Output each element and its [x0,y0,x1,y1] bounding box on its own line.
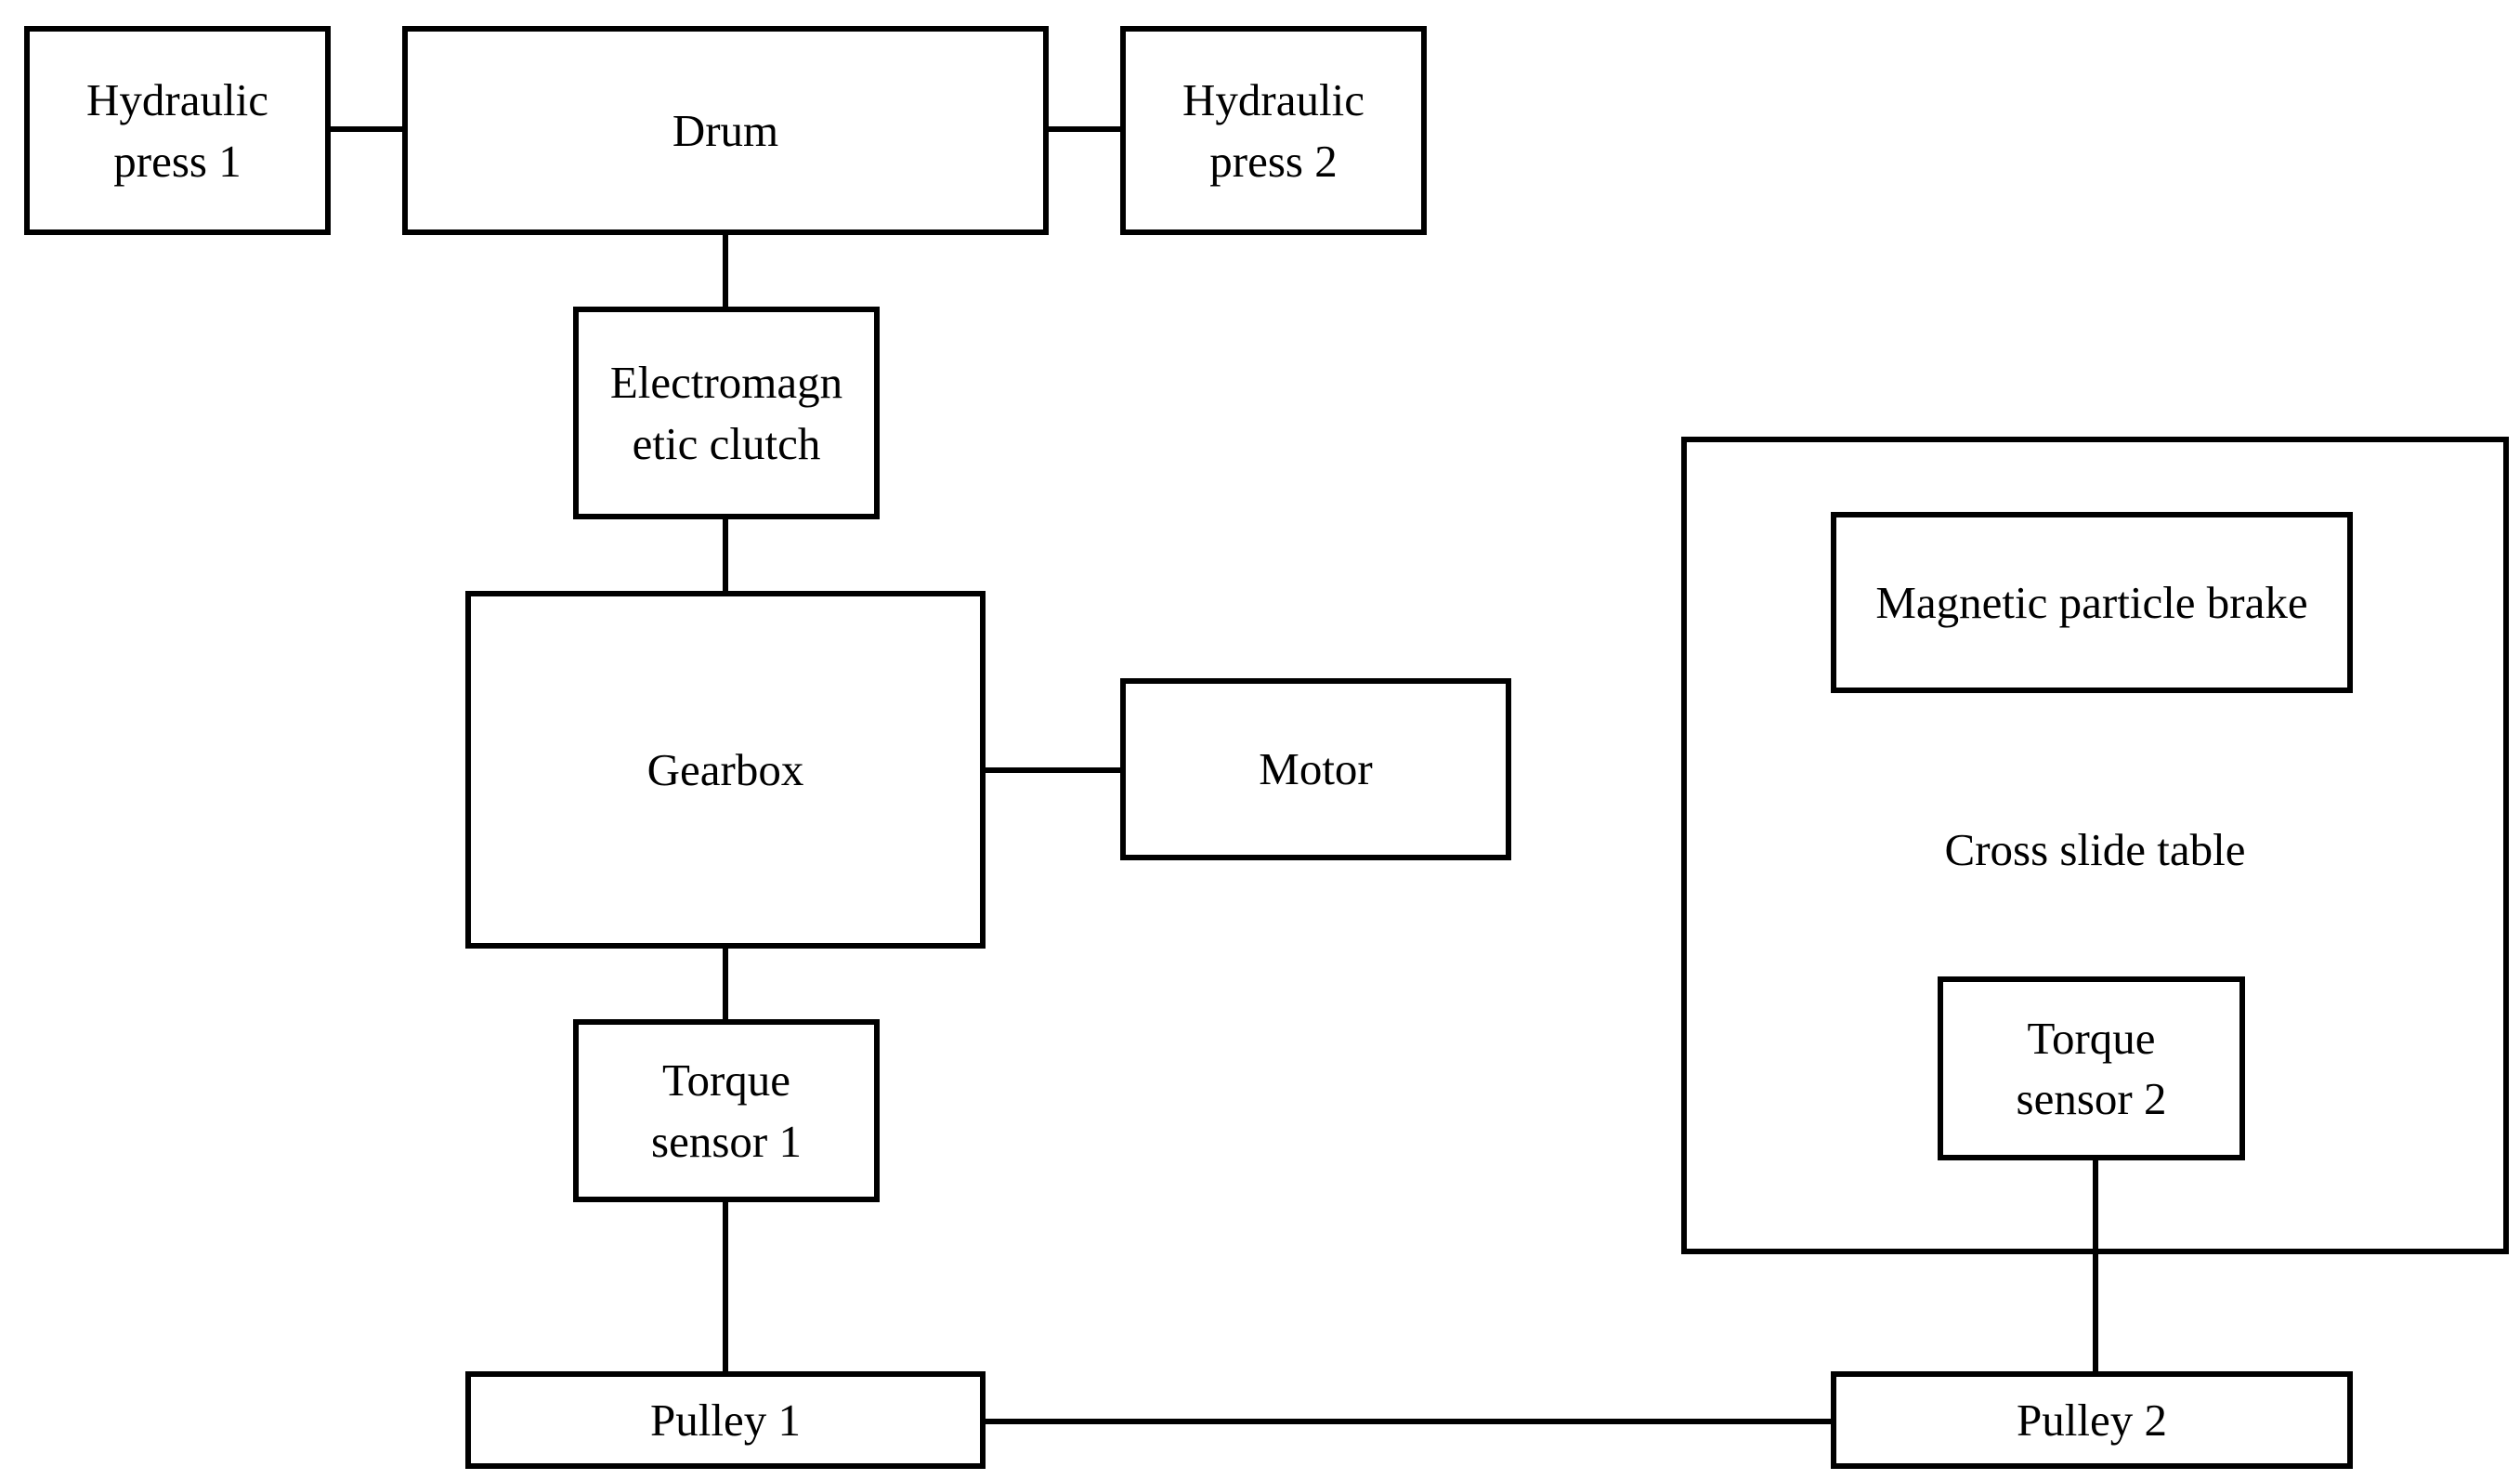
magnetic-particle-brake-box: Magnetic particle brake [1831,512,2353,693]
torque-sensor-1-label: Torque sensor 1 [651,1054,802,1167]
motor-box: Motor [1120,678,1511,860]
hydraulic-press-2-label: Hydraulic press 2 [1182,74,1364,187]
magnetic-particle-brake-label: Magnetic particle brake [1875,576,2308,628]
torque-sensor-1-box: Torque sensor 1 [573,1019,880,1202]
cross-slide-table-label: Cross slide table [1944,824,2246,875]
hydraulic-press-1-label: Hydraulic press 1 [86,74,268,187]
gearbox-label: Gearbox [646,743,804,795]
torque-sensor-2-box: Torque sensor 2 [1938,976,2245,1160]
hydraulic-press-1-box: Hydraulic press 1 [24,26,331,235]
motor-label: Motor [1259,743,1373,795]
hydraulic-press-2-box: Hydraulic press 2 [1120,26,1427,235]
drum-label: Drum [672,104,779,156]
pulley-2-label: Pulley 2 [2017,1394,2167,1446]
gearbox-box: Gearbox [465,591,986,949]
cross-slide-table-container: Cross slide table [1681,437,2509,1254]
torque-sensor-2-label: Torque sensor 2 [2016,1012,2167,1124]
drum-box: Drum [402,26,1049,235]
pulley-1-box: Pulley 1 [465,1371,986,1469]
electromagnetic-clutch-box: Electromagn etic clutch [573,307,880,519]
pulley-2-box: Pulley 2 [1831,1371,2353,1469]
electromagnetic-clutch-label: Electromagn etic clutch [609,357,843,469]
pulley-1-label: Pulley 1 [650,1394,801,1446]
